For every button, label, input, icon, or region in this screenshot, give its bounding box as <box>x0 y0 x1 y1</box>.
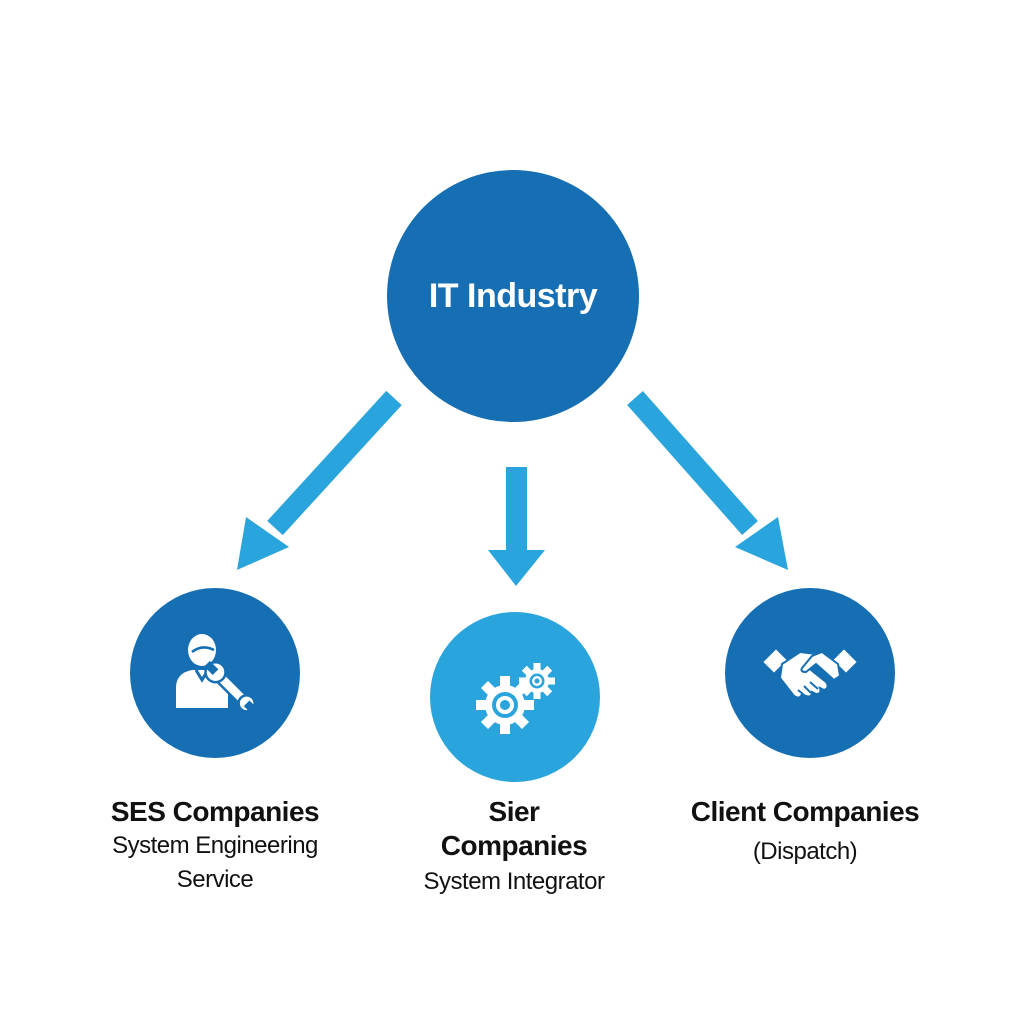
sier-node-circle <box>430 612 600 782</box>
sier-node-label: Sier Companies System Integrator <box>374 795 654 899</box>
ses-node-label: SES Companies System Engineering Service <box>75 795 355 897</box>
engineer-wrench-icon <box>170 628 260 718</box>
ses-node-subtitle: System Engineering Service <box>112 832 318 893</box>
handshake-icon <box>760 638 860 708</box>
client-node-title: Client Companies <box>690 796 920 827</box>
client-node-label: Client Companies (Dispatch) <box>665 795 945 869</box>
arrow-to-sier <box>488 467 545 586</box>
arrow-shaft-sier <box>506 467 527 552</box>
arrow-head-client <box>735 517 788 570</box>
sier-node-title: Sier Companies <box>440 796 588 861</box>
sier-node-subtitle: System Integrator <box>423 868 605 895</box>
client-node-circle <box>725 588 895 758</box>
arrow-shaft-ses <box>267 390 402 536</box>
root-node-label: IT Industry <box>428 276 598 315</box>
arrow-head-ses <box>237 517 289 570</box>
ses-node-title: SES Companies <box>110 796 320 827</box>
gears-icon <box>467 649 563 745</box>
client-node-subtitle: (Dispatch) <box>752 838 858 865</box>
ses-node-circle <box>130 588 300 758</box>
arrow-shaft-client <box>627 391 758 535</box>
arrow-to-client <box>627 391 788 570</box>
root-node-circle: IT Industry <box>387 170 639 422</box>
arrow-to-ses <box>237 390 402 570</box>
arrow-head-sier <box>488 550 545 586</box>
